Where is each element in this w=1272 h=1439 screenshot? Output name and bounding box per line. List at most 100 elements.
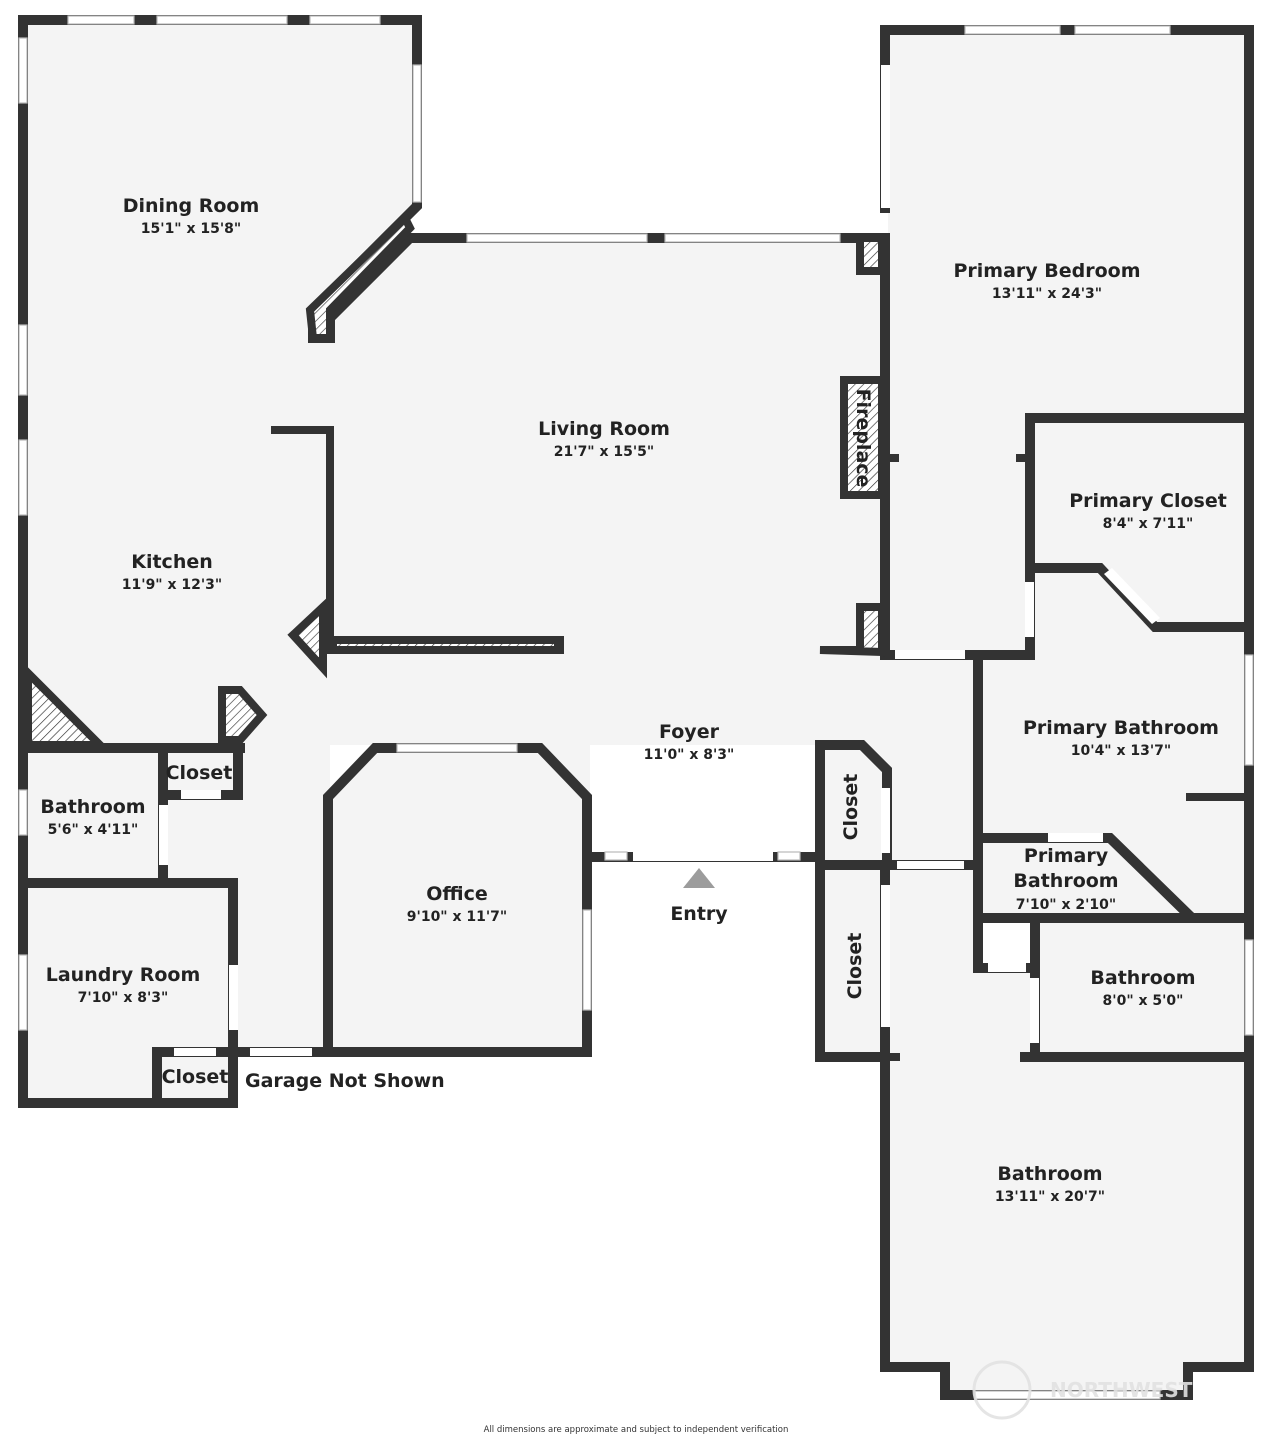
closet-foyer-lower-label: Closet bbox=[844, 933, 866, 1000]
primary-bathroom-2-dims: 7'10" x 2'10" bbox=[1016, 897, 1116, 913]
window bbox=[396, 743, 518, 753]
window bbox=[1244, 654, 1254, 766]
bathroom-large-floor bbox=[885, 1057, 1247, 1395]
kitchen-dims: 11'9" x 12'3" bbox=[122, 577, 222, 593]
opening-bedroom-north bbox=[881, 65, 890, 208]
window bbox=[309, 15, 381, 25]
office-dims: 9'10" x 11'7" bbox=[407, 909, 507, 925]
floor-fills bbox=[25, 23, 1247, 1395]
foyer-name: Foyer bbox=[659, 721, 720, 743]
window bbox=[412, 64, 422, 203]
primary-bedroom-floor bbox=[888, 32, 1247, 653]
wall-angled-dining bbox=[305, 211, 415, 342]
primary-bathroom-floor bbox=[978, 568, 1247, 918]
office-name: Office bbox=[426, 883, 488, 905]
wall-pbath2 bbox=[973, 833, 1205, 923]
bathroom-mid-name: Bathroom bbox=[1090, 967, 1195, 989]
foyer-dims: 11'0" x 8'3" bbox=[644, 747, 735, 763]
garage-label: Garage Not Shown bbox=[245, 1070, 445, 1092]
wall-right-block bbox=[880, 25, 1254, 1400]
primary-bedroom-name: Primary Bedroom bbox=[953, 260, 1140, 282]
window bbox=[664, 233, 841, 243]
door-closet-angled bbox=[1104, 568, 1160, 624]
door-pbath bbox=[1025, 582, 1034, 637]
closet-laundry-floor bbox=[157, 1052, 233, 1102]
fireplace-hearth bbox=[840, 376, 886, 499]
door-hall bbox=[250, 1048, 312, 1056]
wall-bath-mid-nw bbox=[973, 917, 1040, 973]
closet-kitchen-label: Closet bbox=[166, 762, 233, 784]
window bbox=[964, 25, 1061, 35]
bathroom-small-floor bbox=[25, 750, 163, 883]
fireplace-label: Fireplace bbox=[852, 389, 874, 488]
window bbox=[582, 909, 592, 1011]
window bbox=[18, 789, 28, 836]
column-living-se bbox=[819, 603, 886, 657]
kitchen-name: Kitchen bbox=[131, 551, 213, 573]
entry-label: Entry bbox=[670, 903, 728, 925]
door-bath-mid-b bbox=[1030, 978, 1039, 1043]
hall-right-floor bbox=[885, 860, 1035, 1057]
bathroom-small-name: Bathroom bbox=[40, 796, 145, 818]
window bbox=[1244, 939, 1254, 1036]
primary-bathroom-name: Primary Bathroom bbox=[1023, 717, 1219, 739]
bathroom-large-dims: 13'11" x 20'7" bbox=[995, 1189, 1105, 1205]
window bbox=[18, 324, 28, 396]
door-pbath2 bbox=[1048, 833, 1103, 842]
living-room-dims: 21'7" x 15'5" bbox=[554, 444, 654, 460]
window bbox=[777, 851, 801, 861]
watermark: NORTHWEST bbox=[972, 1360, 1193, 1420]
bathroom-large-name: Bathroom bbox=[997, 1163, 1102, 1185]
watermark-logo-icon bbox=[972, 1360, 1032, 1420]
windows bbox=[18, 15, 1254, 1400]
window bbox=[18, 954, 28, 1031]
counter-peninsula bbox=[329, 636, 562, 654]
primary-bathroom-2-name-line2: Bathroom bbox=[1013, 870, 1118, 892]
primary-bedroom-dims: 13'11" x 24'3" bbox=[992, 286, 1102, 302]
door-closet-lower bbox=[881, 885, 890, 1027]
dining-kitchen-floor bbox=[25, 23, 560, 745]
laundry-room-dims: 7'10" x 8'3" bbox=[78, 990, 169, 1006]
primary-closet-floor bbox=[1030, 420, 1247, 627]
column-living-ne bbox=[856, 234, 886, 275]
closet-kitchen-floor bbox=[163, 750, 238, 795]
window bbox=[466, 233, 648, 243]
column-peninsula bbox=[287, 597, 327, 679]
primary-bathroom-dims: 10'4" x 13'7" bbox=[1071, 743, 1171, 759]
laundry-room-name: Laundry Room bbox=[46, 964, 201, 986]
door-laundry bbox=[229, 965, 238, 1030]
stub-bath-large bbox=[888, 1053, 900, 1061]
door-closet-upper bbox=[881, 788, 890, 853]
bathroom-small-dims: 5'6" x 4'11" bbox=[48, 822, 139, 838]
entry-arrow-icon bbox=[683, 868, 715, 888]
bathroom-mid-floor bbox=[1035, 922, 1247, 1055]
window bbox=[18, 37, 28, 104]
living-foyer-floor bbox=[240, 238, 975, 860]
column-foyer bbox=[218, 686, 268, 744]
office-floor bbox=[330, 750, 585, 1050]
door-bath-mid-a bbox=[988, 963, 1026, 972]
window bbox=[604, 851, 628, 861]
column-kitchen bbox=[24, 663, 110, 749]
closet-foyer-upper-floor bbox=[820, 745, 887, 862]
primary-closet-dims: 8'4" x 7'11" bbox=[1103, 516, 1194, 532]
primary-bathroom-2-floor bbox=[978, 838, 1190, 918]
stub-bedroom-b bbox=[1016, 454, 1030, 462]
window bbox=[18, 439, 28, 516]
bathroom-mid-dims: 8'0" x 5'0" bbox=[1103, 993, 1184, 1009]
hall-floor bbox=[160, 745, 330, 1050]
living-room-name: Living Room bbox=[538, 418, 670, 440]
dining-room-dims: 15'1" x 15'8" bbox=[141, 221, 241, 237]
window bbox=[1074, 25, 1171, 35]
door-hall-right bbox=[897, 861, 964, 869]
closet-foyer-lower-floor bbox=[820, 868, 885, 1056]
dining-room-name: Dining Room bbox=[123, 195, 260, 217]
wall-office bbox=[323, 743, 592, 1057]
stub-bedroom-a bbox=[889, 454, 899, 462]
closet-laundry-label: Closet bbox=[162, 1066, 229, 1088]
window bbox=[156, 15, 288, 25]
disclaimer: All dimensions are approximate and subje… bbox=[484, 1425, 789, 1435]
door-bath-small bbox=[159, 805, 168, 865]
door-bedroom bbox=[895, 650, 965, 659]
